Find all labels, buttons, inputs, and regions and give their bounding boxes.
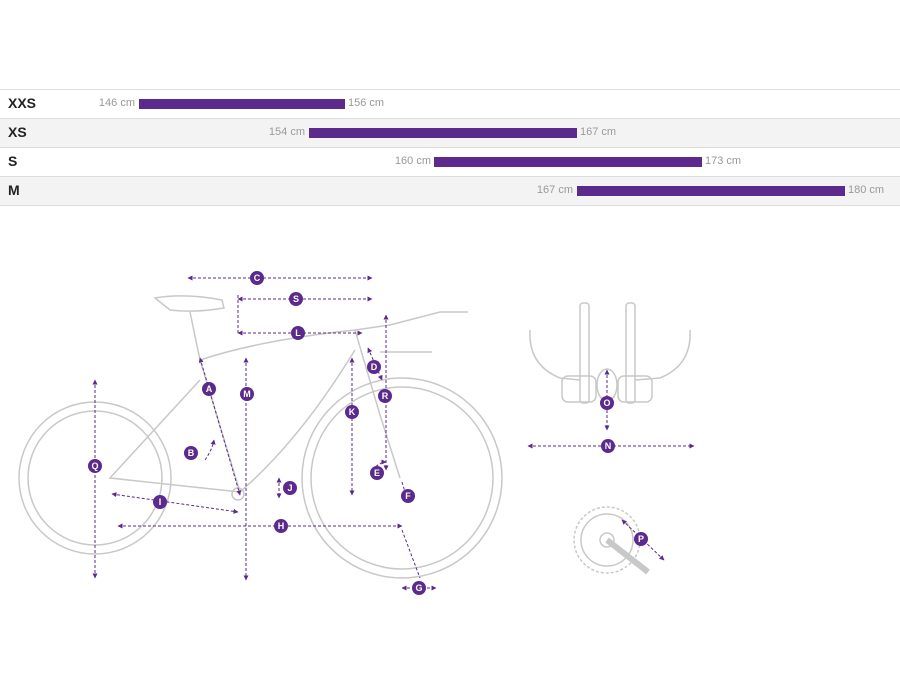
- svg-text:K: K: [349, 407, 356, 417]
- size-row-s: S 160 cm 173 cm: [0, 148, 900, 177]
- marker-i: I: [153, 495, 167, 509]
- marker-a: A: [202, 382, 216, 396]
- height-range-bar: [577, 186, 845, 196]
- marker-g: G: [412, 581, 426, 595]
- range-min-label: 160 cm: [394, 155, 431, 167]
- svg-text:B: B: [188, 448, 195, 458]
- svg-text:A: A: [206, 384, 213, 394]
- right-extension: [625, 302, 636, 404]
- range-max-label: 173 cm: [705, 155, 742, 167]
- line-b: [204, 439, 216, 461]
- marker-m: M: [240, 387, 254, 401]
- svg-text:E: E: [374, 468, 380, 478]
- marker-d: D: [367, 360, 381, 374]
- height-range-bar: [434, 157, 702, 167]
- marker-b: B: [184, 446, 198, 460]
- svg-text:M: M: [243, 389, 251, 399]
- marker-c: C: [250, 271, 264, 285]
- marker-p: P: [634, 532, 648, 546]
- range-min-label: 167 cm: [536, 184, 573, 196]
- front-wheel-rim: [310, 386, 494, 570]
- svg-text:O: O: [603, 398, 610, 408]
- marker-j: J: [283, 481, 297, 495]
- line-a: [198, 357, 242, 496]
- marker-o: O: [600, 396, 614, 410]
- seat-tube: [189, 311, 241, 493]
- measurement-markers: C S L A M D R K B Q E J F I H G O N P: [88, 271, 648, 595]
- marker-k: K: [345, 405, 359, 419]
- left-extension: [579, 302, 590, 404]
- marker-q: Q: [88, 459, 102, 473]
- right-armpad: [617, 375, 653, 403]
- top-tube-fork: [199, 329, 401, 479]
- svg-text:P: P: [638, 534, 644, 544]
- size-chart: XXS 146 cm 156 cm XS 154 cm 167 cm S 160…: [0, 89, 900, 206]
- line-g-ref: [401, 529, 421, 579]
- svg-text:I: I: [159, 497, 162, 507]
- svg-text:L: L: [295, 328, 301, 338]
- aero-bars: [354, 311, 468, 331]
- down-tube: [239, 349, 356, 493]
- bike-geometry-diagram: C S L A M D R K B Q E J F I H G O N P: [18, 271, 695, 595]
- marker-l: L: [291, 326, 305, 340]
- svg-text:C: C: [254, 273, 261, 283]
- range-max-label: 156 cm: [348, 97, 385, 109]
- height-range-bar: [139, 99, 345, 109]
- size-name: XXS: [8, 95, 37, 111]
- range-max-label: 167 cm: [580, 126, 617, 138]
- height-range-bar: [309, 128, 577, 138]
- svg-text:Q: Q: [91, 461, 98, 471]
- size-name: M: [8, 182, 20, 198]
- left-armpad: [561, 375, 597, 403]
- marker-h: H: [274, 519, 288, 533]
- size-name: S: [8, 153, 18, 169]
- size-row-m: M 167 cm 180 cm: [0, 177, 900, 206]
- rear-triangle: [108, 379, 241, 493]
- saddle: [153, 295, 225, 312]
- spindle: [599, 532, 615, 548]
- handlebar-front-view: [529, 302, 691, 404]
- size-row-xs: XS 154 cm 167 cm: [0, 119, 900, 148]
- left-basebar-wing: [529, 329, 581, 381]
- svg-text:H: H: [278, 521, 285, 531]
- bike-frame-illustration: [18, 295, 503, 579]
- front-wheel: [301, 377, 503, 579]
- size-name: XS: [8, 124, 27, 140]
- right-basebar-wing: [634, 329, 691, 381]
- svg-text:D: D: [371, 362, 378, 372]
- svg-text:G: G: [415, 583, 422, 593]
- marker-r: R: [378, 389, 392, 403]
- svg-text:F: F: [405, 491, 411, 501]
- range-max-label: 180 cm: [848, 184, 885, 196]
- svg-text:J: J: [287, 483, 292, 493]
- marker-n: N: [601, 439, 615, 453]
- range-min-label: 154 cm: [268, 126, 305, 138]
- line-i: [111, 492, 239, 514]
- svg-text:N: N: [605, 441, 612, 451]
- svg-text:S: S: [293, 294, 299, 304]
- marker-f: F: [401, 489, 415, 503]
- marker-e: E: [370, 466, 384, 480]
- marker-s: S: [289, 292, 303, 306]
- size-row-xxs: XXS 146 cm 156 cm: [0, 90, 900, 119]
- range-min-label: 146 cm: [98, 97, 135, 109]
- svg-text:R: R: [382, 391, 389, 401]
